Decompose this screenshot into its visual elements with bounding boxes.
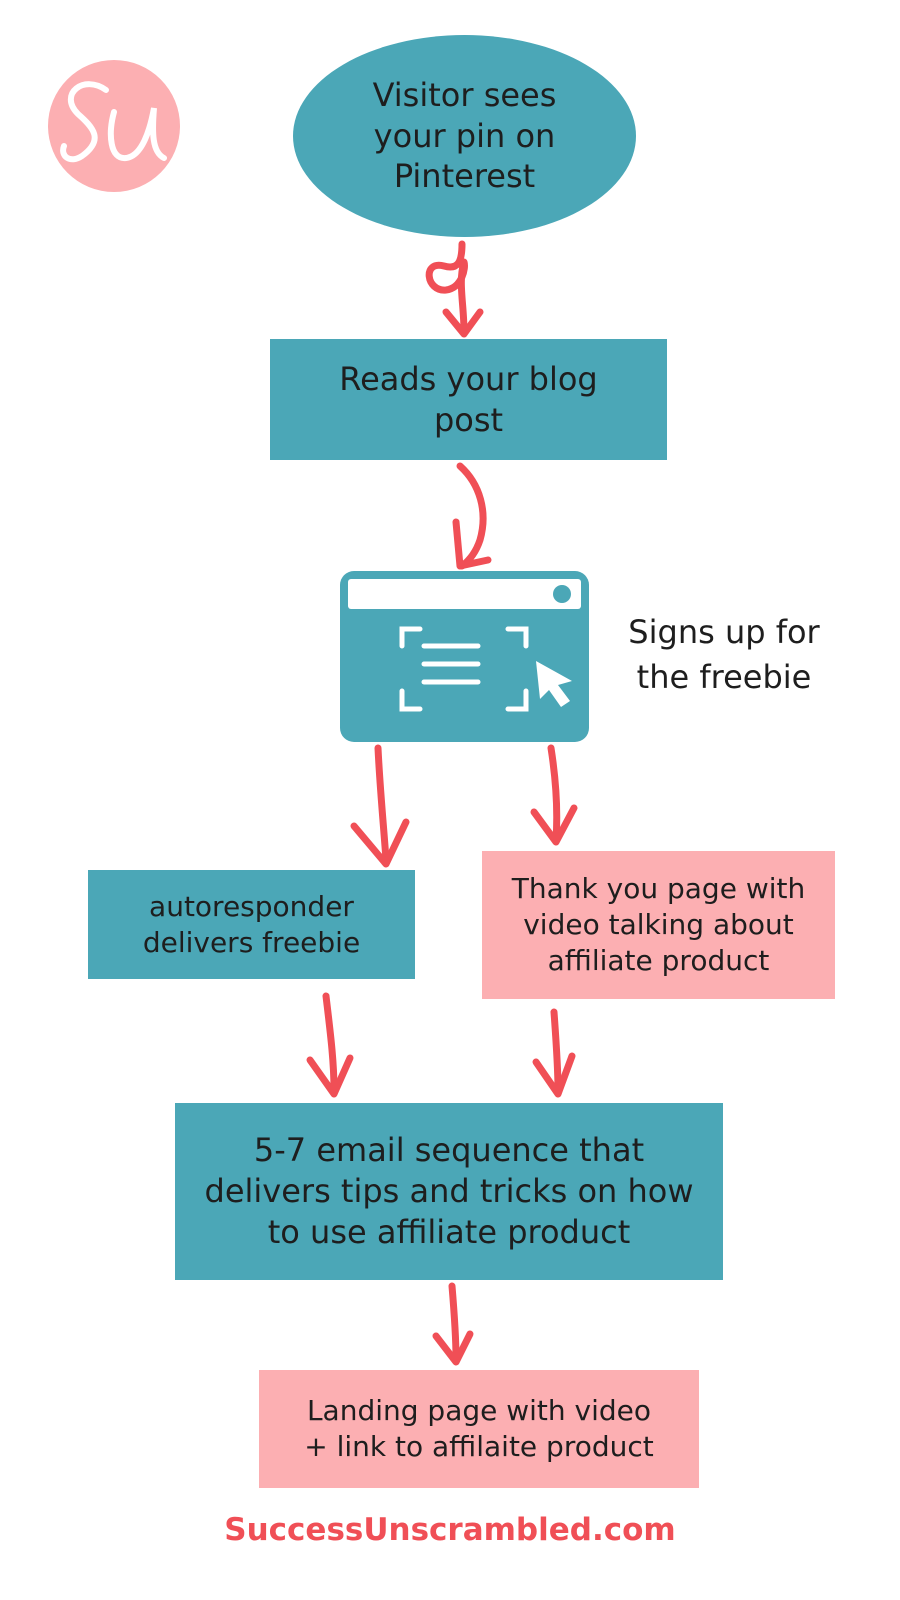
arrow-visitor-to-blog — [425, 240, 468, 336]
su-logo — [48, 60, 180, 192]
thank-you-page-node: Thank you page with video talking about … — [482, 851, 835, 999]
landing-page-node: Landing page with video + link to affila… — [259, 1370, 699, 1488]
visitor-sees-pin-node: Visitor sees your pin on Pinterest — [293, 35, 636, 237]
footer-website: SuccessUnscrambled.com — [224, 1512, 676, 1548]
arrow-email-to-landing — [448, 1282, 460, 1362]
arrow-blog-to-signup-head — [452, 518, 492, 570]
signup-browser-icon — [340, 571, 589, 742]
arrow-signup-to-autoresponder-head — [350, 818, 410, 868]
arrow-signup-to-thankyou-head — [530, 804, 578, 846]
email-sequence-node: 5-7 email sequence that delivers tips an… — [175, 1103, 723, 1280]
reads-blog-post-node: Reads your blog post — [270, 339, 667, 460]
browser-form-cursor-icon — [340, 571, 589, 742]
arrow-visitor-to-blog-head — [442, 308, 484, 338]
signs-up-label: Signs up for the freebie — [628, 613, 820, 697]
autoresponder-node: autoresponder delivers freebie — [88, 870, 415, 979]
arrow-thankyou-to-email-head — [532, 1052, 576, 1098]
arrow-signup-to-autoresponder — [374, 744, 390, 864]
arrow-signup-to-thankyou — [547, 744, 561, 844]
su-monogram-icon — [60, 81, 167, 163]
arrow-email-to-landing-head — [432, 1330, 474, 1366]
arrow-thankyou-to-email — [550, 1008, 562, 1094]
arrow-blog-to-signup — [456, 462, 487, 570]
arrow-autoresponder-to-email-head — [306, 1054, 354, 1098]
arrow-autoresponder-to-email — [322, 992, 338, 1094]
